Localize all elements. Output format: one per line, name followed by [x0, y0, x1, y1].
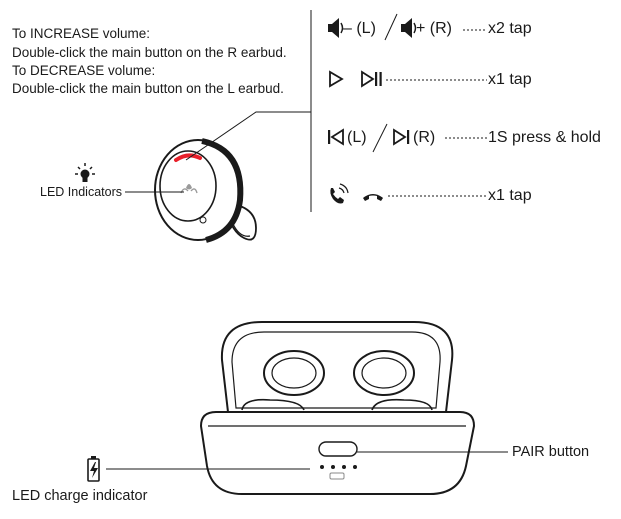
- battery-charging-icon: [87, 456, 100, 482]
- charge-led-dots: [320, 465, 357, 469]
- slash-divider: [384, 13, 398, 41]
- volume-right-label: + (R): [416, 20, 452, 37]
- pair-button-shape[interactable]: [318, 441, 358, 457]
- charging-case-illustration: [199, 321, 476, 495]
- track-right-label: (R): [413, 129, 436, 146]
- next-track-icon: [393, 128, 410, 146]
- volume-up-icon: [401, 18, 417, 38]
- led-indicators-label: LED Indicators: [40, 185, 122, 199]
- decrease-body: Double-click the main button on the L ea…: [12, 81, 284, 96]
- earbud-illustration: [154, 138, 257, 243]
- pair-button-label: PAIR button: [512, 444, 590, 460]
- volume-action: x2 tap: [488, 20, 532, 37]
- leader-line-button: [185, 111, 311, 161]
- hang-up-icon: [363, 194, 383, 201]
- play-action: x1 tap: [488, 71, 532, 88]
- decrease-heading: To DECREASE volume:: [12, 63, 156, 78]
- play-pause-icon: [361, 70, 382, 88]
- answer-call-icon: [330, 183, 349, 204]
- volume-down-icon: [328, 18, 344, 38]
- led-charge-indicator-label: LED charge indicator: [12, 488, 148, 504]
- increase-heading: To INCREASE volume:: [12, 26, 151, 41]
- volume-left-label: – (L): [343, 20, 376, 37]
- call-action: x1 tap: [488, 187, 532, 204]
- increase-body: Double-click the main button on the R ea…: [12, 45, 287, 60]
- slash-divider-track: [372, 123, 388, 153]
- play-icon: [329, 70, 344, 88]
- usb-port-icon: [329, 472, 345, 480]
- previous-track-icon: [328, 128, 344, 146]
- bulb-icon: [75, 163, 95, 182]
- led-indicator-arc: [174, 153, 202, 162]
- track-left-label: (L): [347, 129, 367, 146]
- track-action: 1S press & hold: [488, 129, 601, 146]
